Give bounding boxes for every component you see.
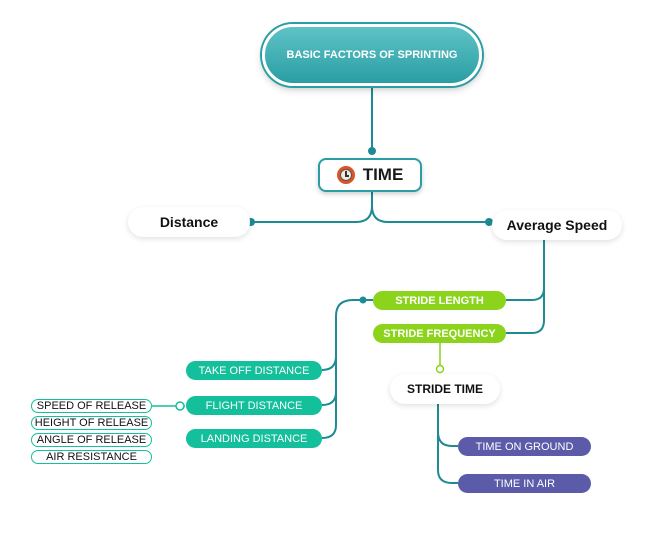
connector-stride-time-air	[437, 432, 458, 484]
release-factor-item: SPEED OF RELEASE	[31, 399, 152, 413]
connector-stride-length-branch	[321, 299, 373, 439]
connector-flight	[321, 391, 337, 406]
connector-time-distance	[253, 192, 373, 223]
release-factor-item: HEIGHT OF RELEASE	[31, 416, 152, 430]
release-factor-label: AIR RESISTANCE	[46, 451, 137, 463]
release-factor-label: SPEED OF RELEASE	[36, 400, 147, 412]
connector-dot	[175, 401, 185, 411]
time-label: TIME	[362, 165, 404, 184]
release-factor-label: ANGLE OF RELEASE	[36, 434, 147, 446]
stride-time-node: STRIDE TIME	[390, 374, 500, 404]
connector-stride-time-ground	[437, 404, 458, 447]
flight-distance-label: FLIGHT DISTANCE	[205, 399, 303, 412]
average-speed-node: Average Speed	[492, 210, 622, 240]
time-in-air-label: TIME IN AIR	[493, 477, 556, 490]
root-label: BASIC FACTORS OF SPRINTING	[286, 49, 458, 61]
connector-dot	[368, 147, 376, 155]
connector-dot	[435, 364, 445, 374]
stride-time-label: STRIDE TIME	[406, 382, 483, 396]
take-off-distance-label: TAKE OFF DISTANCE	[198, 364, 310, 377]
root-node: BASIC FACTORS OF SPRINTING	[262, 24, 482, 86]
landing-distance-node: LANDING DISTANCE	[186, 429, 322, 448]
time-node: TIME	[318, 158, 422, 192]
release-factor-item: ANGLE OF RELEASE	[31, 433, 152, 447]
clock-icon	[336, 166, 355, 184]
average-speed-label: Average Speed	[506, 217, 608, 233]
distance-label: Distance	[159, 214, 219, 230]
time-in-air-node: TIME IN AIR	[458, 474, 591, 493]
landing-distance-label: LANDING DISTANCE	[200, 432, 308, 445]
time-on-ground-node: TIME ON GROUND	[458, 437, 591, 456]
connector-time-speed	[371, 192, 487, 223]
stride-length-label: STRIDE LENGTH	[395, 294, 484, 307]
flight-distance-node: FLIGHT DISTANCE	[186, 396, 322, 415]
stride-frequency-node: STRIDE FREQUENCY	[373, 324, 506, 343]
stride-length-node: STRIDE LENGTH	[373, 291, 506, 310]
distance-node: Distance	[128, 207, 250, 237]
release-factor-item: AIR RESISTANCE	[31, 450, 152, 464]
connector-takeoff	[321, 355, 337, 371]
time-on-ground-label: TIME ON GROUND	[475, 440, 574, 453]
take-off-distance-node: TAKE OFF DISTANCE	[186, 361, 322, 380]
release-factor-label: HEIGHT OF RELEASE	[34, 417, 149, 429]
connector-speed-stride	[506, 240, 545, 301]
connector-speed-frequency	[506, 288, 545, 334]
stride-frequency-label: STRIDE FREQUENCY	[383, 327, 496, 340]
connector-dot	[485, 218, 493, 226]
